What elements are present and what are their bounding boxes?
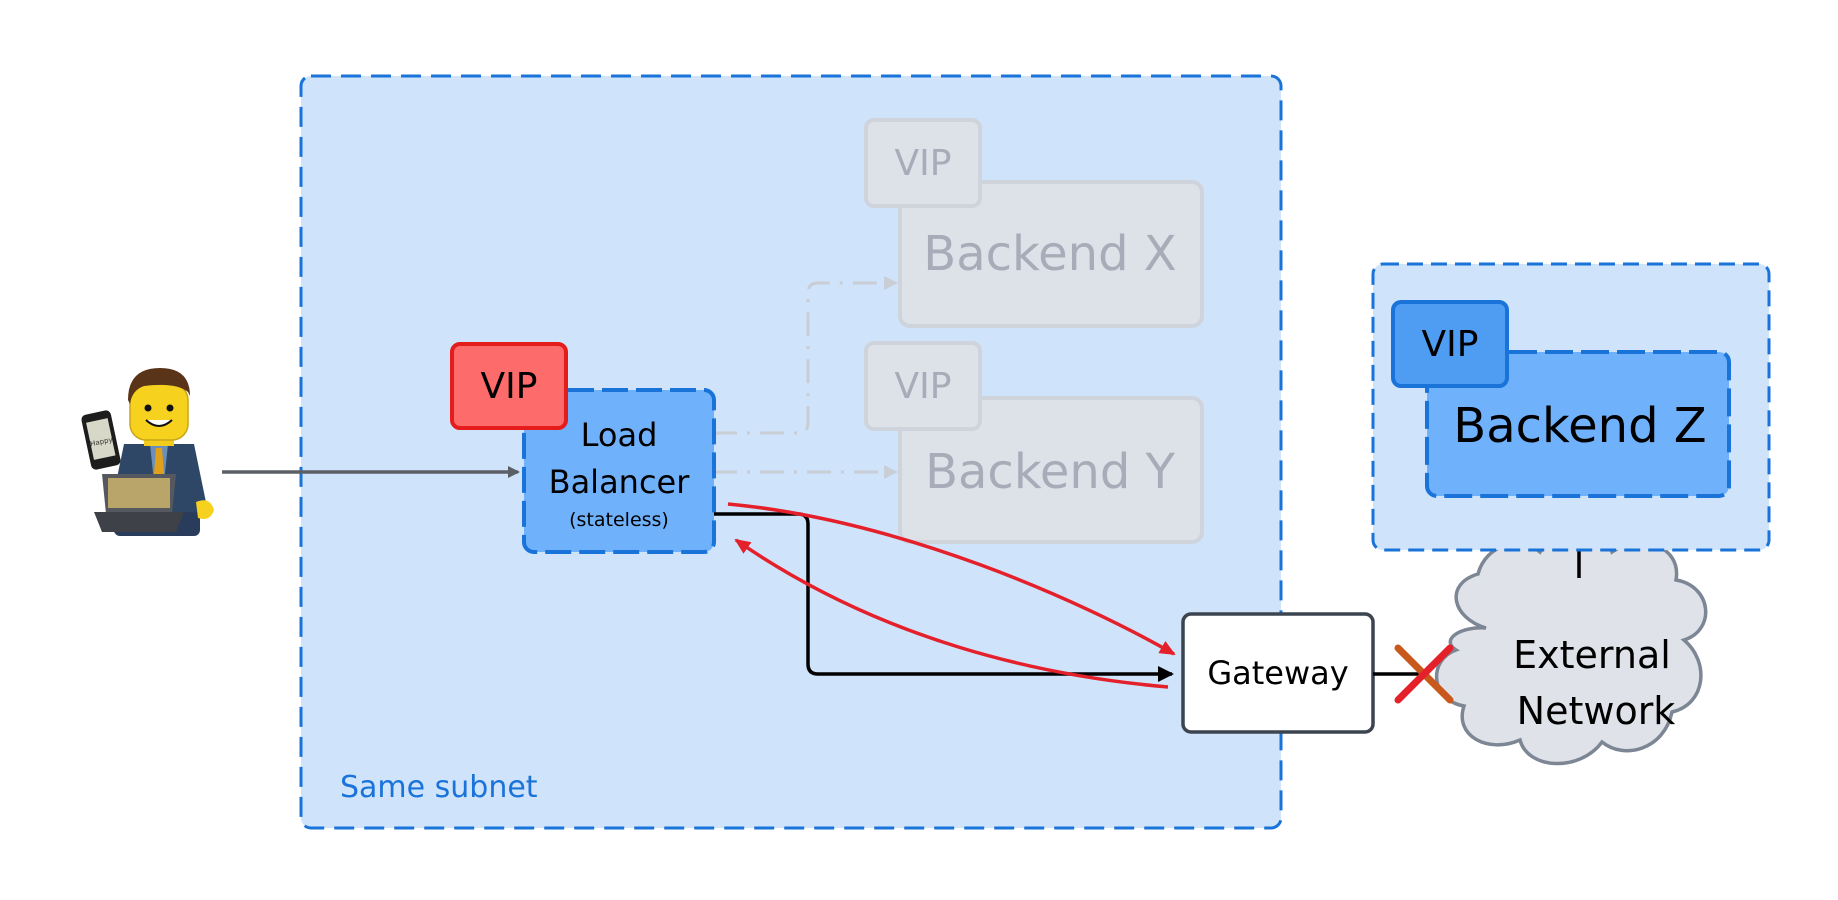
external-network-cloud-icon: External Network bbox=[1434, 528, 1708, 766]
backend-y-vip: VIP bbox=[864, 341, 982, 431]
gateway-to-lb-red-arrow bbox=[734, 538, 1169, 689]
backend-y-label: Backend Y bbox=[925, 444, 1176, 500]
user-figure-icon: Happy bbox=[81, 368, 214, 536]
subnet-label: Same subnet bbox=[340, 770, 538, 805]
backend-z-vip: VIP bbox=[1391, 300, 1509, 388]
load-balancer-note: (stateless) bbox=[569, 509, 669, 531]
external-network-label-line1: External bbox=[1513, 633, 1671, 677]
backend-z: Backend Z VIP bbox=[1391, 300, 1731, 498]
load-balancer-vip: VIP bbox=[450, 342, 568, 430]
backend-x-vip-label: VIP bbox=[895, 143, 952, 184]
blocked-x-icon bbox=[1394, 644, 1454, 704]
backend-y: Backend Y VIP bbox=[864, 341, 1204, 544]
backend-z-vip-label: VIP bbox=[1422, 324, 1479, 365]
gateway: Gateway bbox=[1181, 612, 1375, 734]
backend-x-vip: VIP bbox=[864, 118, 982, 208]
backend-y-vip-label: VIP bbox=[895, 366, 952, 407]
lb-to-backend-x-arrow bbox=[713, 276, 898, 435]
backend-x-label: Backend X bbox=[923, 226, 1176, 282]
external-network-label-line2: Network bbox=[1517, 689, 1676, 733]
lb-to-gateway-red-arrow bbox=[727, 502, 1176, 656]
load-balancer-label-line1: Load bbox=[581, 416, 658, 454]
load-balancer-vip-label: VIP bbox=[481, 366, 538, 407]
load-balancer: Load Balancer (stateless) VIP bbox=[450, 342, 716, 554]
backend-x: Backend X VIP bbox=[864, 118, 1204, 328]
gateway-label: Gateway bbox=[1207, 654, 1348, 692]
load-balancer-label-line2: Balancer bbox=[549, 463, 691, 501]
backend-z-label: Backend Z bbox=[1453, 398, 1706, 454]
